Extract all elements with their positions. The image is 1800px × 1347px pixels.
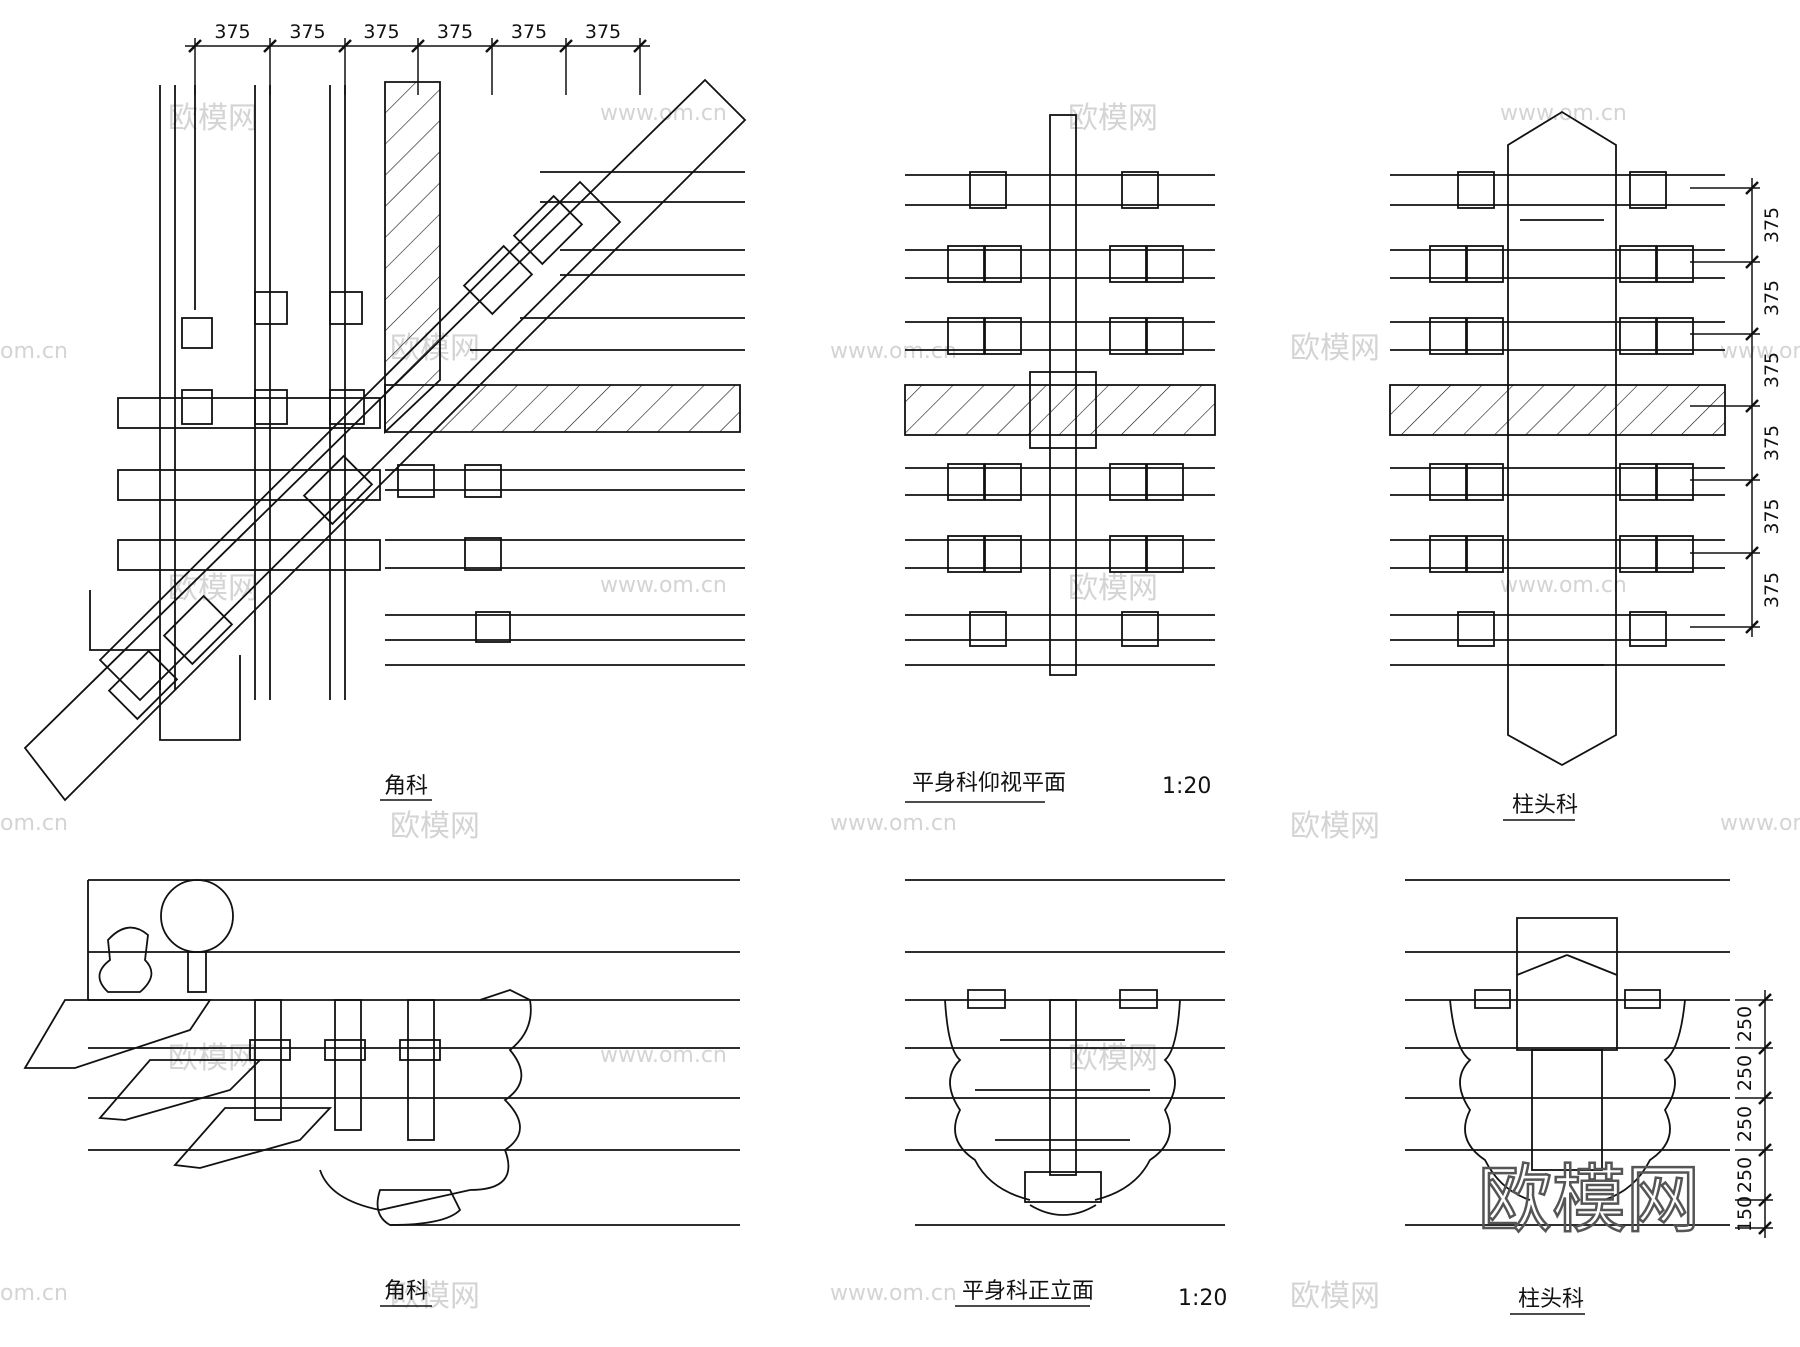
- watermark-logo: 欧模网: [1478, 1157, 1700, 1243]
- watermark-short: om.cn: [0, 1281, 68, 1306]
- watermark-url: www.om.cn: [830, 339, 957, 364]
- dim-tick: [1745, 181, 1759, 195]
- dim-tick: [1745, 620, 1759, 634]
- dim-tick: [263, 39, 277, 53]
- dim-tick: [1745, 546, 1759, 560]
- dim-tick: [485, 39, 499, 53]
- watermark-brand: 欧模网: [1290, 809, 1380, 844]
- watermark-brand: 欧模网: [390, 1279, 480, 1314]
- watermark-brand: 欧模网: [390, 809, 480, 844]
- watermark-brand: 欧模网: [168, 101, 258, 136]
- watermark-brand: 欧模网: [168, 571, 258, 606]
- label-middle-plan: 平身科仰视平面: [912, 771, 1066, 796]
- dim-text: 375: [289, 21, 325, 43]
- intermediate-bracket-elevation: [905, 879, 1225, 1226]
- top-dimension-chain: 375 375 375 375 375 375: [185, 21, 650, 95]
- dim-text: 375: [1761, 425, 1783, 461]
- dim-text: 375: [1761, 498, 1783, 534]
- label-corner-plan: 角科: [384, 774, 428, 799]
- dim-tick: [1745, 327, 1759, 341]
- watermark-url: www.om.cn: [1500, 573, 1627, 598]
- dim-tick: [1745, 473, 1759, 487]
- watermark-brand: 欧模网: [1290, 1279, 1380, 1314]
- right-dimension-chain-plan: 375 375 375 375 375 375: [1690, 178, 1783, 637]
- dim-text: 375: [437, 21, 473, 43]
- dim-tick: [1758, 1143, 1772, 1157]
- dim-text: 250: [1734, 1106, 1756, 1142]
- watermark-short: om.cn: [0, 339, 68, 364]
- watermark-brand: 欧模网: [1068, 101, 1158, 136]
- dim-tick: [1758, 993, 1772, 1007]
- label-column-plan: 柱头科: [1512, 793, 1578, 818]
- watermark-brand: 欧模网: [168, 1041, 258, 1076]
- intermediate-bracket-plan: [904, 114, 1216, 676]
- dim-text: 375: [214, 21, 250, 43]
- watermark-short: om.cn: [0, 811, 68, 836]
- right-dimension-chain-elevation: 250 250 250 250 150: [1734, 990, 1773, 1238]
- dim-text: 375: [511, 21, 547, 43]
- dim-tick: [633, 39, 647, 53]
- dim-text: 375: [1761, 280, 1783, 316]
- dim-text: 250: [1734, 1157, 1756, 1193]
- dim-tick: [559, 39, 573, 53]
- watermark-url: www.om.cn: [600, 1043, 727, 1068]
- dim-tick: [1758, 1041, 1772, 1055]
- label-corner-elev: 角科: [384, 1279, 428, 1304]
- watermark-url: www.om.cn: [600, 101, 727, 126]
- watermark-url: www.om.cn: [600, 573, 727, 598]
- watermark-brand: 欧模网: [1068, 1041, 1158, 1076]
- watermark-url: www.om.cn: [1720, 811, 1800, 836]
- corner-bracket-elevation: [23, 879, 740, 1226]
- dim-tick: [1758, 1091, 1772, 1105]
- dim-text: 250: [1734, 1055, 1756, 1091]
- dim-text: 375: [1761, 352, 1783, 388]
- watermark-url: www.om.cn: [1720, 339, 1800, 364]
- dim-tick: [1758, 1221, 1772, 1235]
- dim-text: 375: [1761, 207, 1783, 243]
- dim-tick: [1745, 255, 1759, 269]
- label-middle-elev: 平身科正立面: [962, 1279, 1094, 1304]
- dim-text: 375: [585, 21, 621, 43]
- label-column-elev: 柱头科: [1518, 1287, 1584, 1312]
- watermark-brand: 欧模网: [1290, 331, 1380, 366]
- scale-elev: 1:20: [1178, 1286, 1227, 1311]
- dim-text: 150: [1734, 1196, 1756, 1232]
- corner-bracket-plan: [23, 78, 747, 802]
- dim-text: 375: [363, 21, 399, 43]
- dim-tick: [1758, 1193, 1772, 1207]
- column-head-bracket-plan: [1389, 110, 1726, 767]
- dim-tick: [1745, 399, 1759, 413]
- scale-plan: 1:20: [1162, 774, 1211, 799]
- watermark-url: www.om.cn: [830, 1281, 957, 1306]
- watermark-url: www.om.cn: [830, 811, 957, 836]
- dim-tick: [338, 39, 352, 53]
- dim-text: 375: [1761, 572, 1783, 608]
- dim-tick: [411, 39, 425, 53]
- column-head-bracket-elevation: [1405, 879, 1730, 1226]
- dim-tick: [188, 39, 202, 53]
- dim-text: 250: [1734, 1006, 1756, 1042]
- watermark-brand: 欧模网: [1068, 571, 1158, 606]
